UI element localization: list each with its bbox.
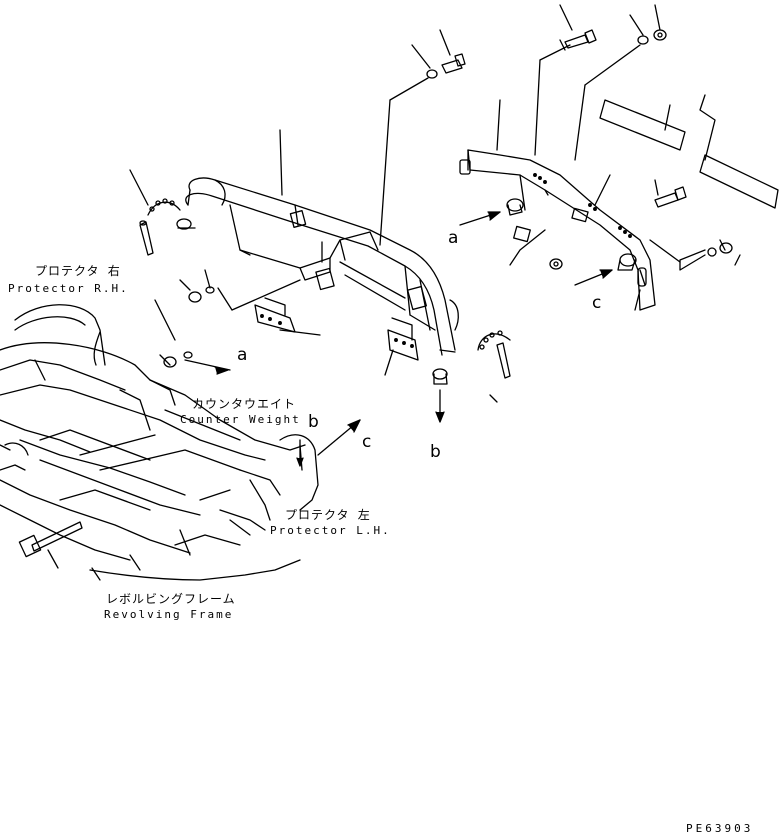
direction-arrows [184,211,613,467]
callout-a-bottom: a [237,345,248,365]
chain-pin-right [432,330,511,385]
hardware-mid [163,286,419,368]
protector-lh-jp-label: プロテクタ 左 [285,508,371,522]
callout-b-bottom: b [308,412,319,432]
revolving-frame-en-label: Revolving Frame [104,608,234,621]
counterweight-jp-label: カウンタウエイト [192,397,297,411]
revolving-frame-jp-label: レボルビングフレーム [106,592,236,606]
counterweight-en-label: Counter Weight [180,413,301,426]
guard-rail [185,177,459,356]
long-bolt [18,521,83,558]
machine-body [0,304,319,581]
chain-pin-left [139,198,196,256]
callout-b-top: b [430,442,441,462]
rubber-strips [599,99,779,209]
mounting-bracket [459,149,733,311]
callout-c-bottom: c [362,432,372,452]
callout-a-top: a [448,228,459,248]
protector-lh-en-label: Protector L.H. [270,524,391,537]
drawing-code: PE63903 [686,822,754,834]
protector-rh-jp-label: プロテクタ 右 [35,264,121,278]
leader-lines [47,4,741,569]
callout-c-top: c [592,293,602,313]
protector-rh-en-label: Protector R.H. [8,282,129,295]
hardware-top [426,29,687,208]
